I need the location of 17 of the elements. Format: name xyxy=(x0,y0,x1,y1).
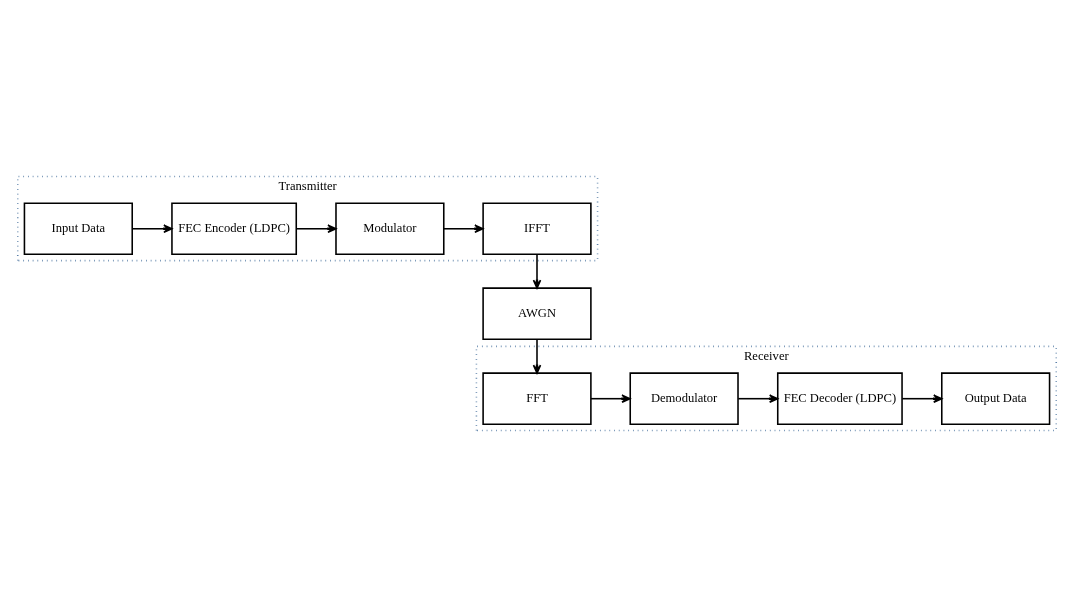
arrow xyxy=(295,223,337,233)
node-box: Output Data xyxy=(941,371,1051,425)
node-box: FEC Encoder (LDPC) xyxy=(171,201,298,255)
arrow xyxy=(901,393,943,403)
node-box: Input Data xyxy=(23,201,133,255)
arrow xyxy=(532,338,542,374)
node-box: Modulator xyxy=(335,201,445,255)
node-box: FEC Decoder (LDPC) xyxy=(776,371,903,425)
node-box: IFFT xyxy=(482,201,592,255)
arrow xyxy=(532,253,542,289)
arrow xyxy=(131,223,173,233)
node-box: FFT xyxy=(482,371,592,425)
arrow xyxy=(590,393,631,403)
node-box: AWGN xyxy=(482,286,592,340)
arrow xyxy=(443,223,484,233)
node-box: Demodulator xyxy=(629,371,739,425)
arrow xyxy=(737,393,779,403)
